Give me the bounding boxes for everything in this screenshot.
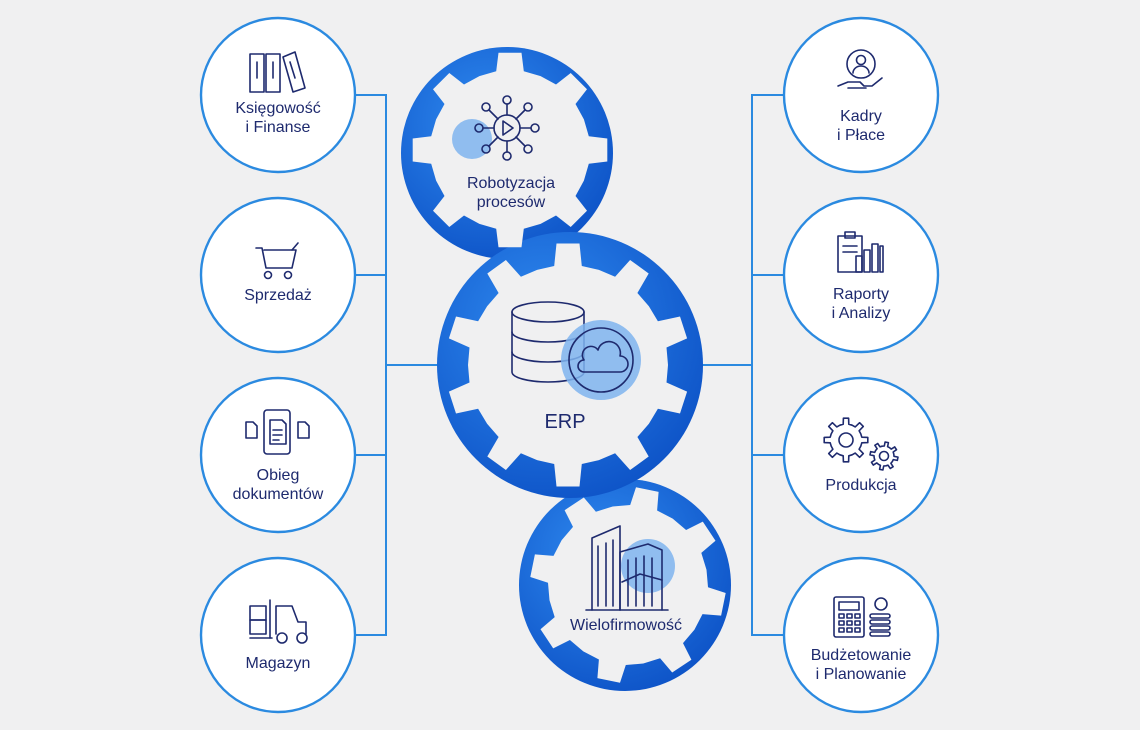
obieg-label-line1: Obieg — [257, 467, 300, 484]
robot-process-icon — [452, 95, 540, 161]
node-magazyn: Magazyn — [199, 556, 357, 714]
kadry-label-line1: Kadry — [840, 108, 882, 125]
ksiegowosc-label-line1: Księgowość — [235, 100, 320, 117]
person-hand-icon — [837, 49, 883, 89]
ksiegowosc-label-line2: i Finanse — [246, 119, 311, 136]
erp-label: ERP — [544, 411, 585, 433]
node-kadry: Kadry i Płace — [782, 16, 940, 174]
robotyzacja-label-line1: Robotyzacja — [467, 175, 555, 192]
documents-phone-icon — [245, 409, 310, 455]
budzetowanie-label-line2: i Planowanie — [816, 666, 907, 683]
report-chart-icon — [837, 231, 884, 273]
node-ring — [782, 196, 940, 354]
gears-icon — [823, 417, 899, 471]
node-produkcja: Produkcja — [782, 376, 940, 534]
forklift-icon — [249, 599, 308, 644]
obieg-label-line2: dokumentów — [233, 486, 324, 503]
node-sprzedaz: Sprzedaż — [199, 196, 357, 354]
right-connector — [700, 94, 784, 636]
calculator-coins-icon — [833, 596, 891, 638]
node-ring — [782, 16, 940, 174]
node-obieg: Obieg dokumentów — [199, 376, 357, 534]
node-ksiegowosc: Księgowość i Finanse — [199, 16, 357, 174]
binders-icon — [249, 51, 306, 93]
buildings-icon — [585, 525, 675, 611]
magazyn-label: Magazyn — [246, 655, 311, 672]
node-raporty: Raporty i Analizy — [782, 196, 940, 354]
node-budzetowanie: Budżetowanie i Planowanie — [782, 556, 940, 714]
raporty-label-line2: i Analizy — [832, 305, 891, 322]
sprzedaz-label: Sprzedaż — [244, 287, 312, 304]
database-cloud-icon — [511, 301, 641, 400]
node-ring — [199, 196, 357, 354]
produkcja-label: Produkcja — [825, 477, 896, 494]
left-connector — [356, 94, 440, 636]
node-ring — [782, 556, 940, 714]
node-ring — [199, 376, 357, 534]
robotyzacja-label-line2: procesów — [477, 194, 546, 211]
shopping-cart-icon — [255, 242, 299, 280]
wielofirmowosc-label: Wielofirmowość — [570, 617, 682, 634]
kadry-label-line2: i Płace — [837, 127, 885, 144]
node-ring — [199, 16, 357, 174]
budzetowanie-label-line1: Budżetowanie — [811, 647, 912, 664]
robotyzacja-gear — [412, 52, 608, 248]
raporty-label-line1: Raporty — [833, 286, 889, 303]
